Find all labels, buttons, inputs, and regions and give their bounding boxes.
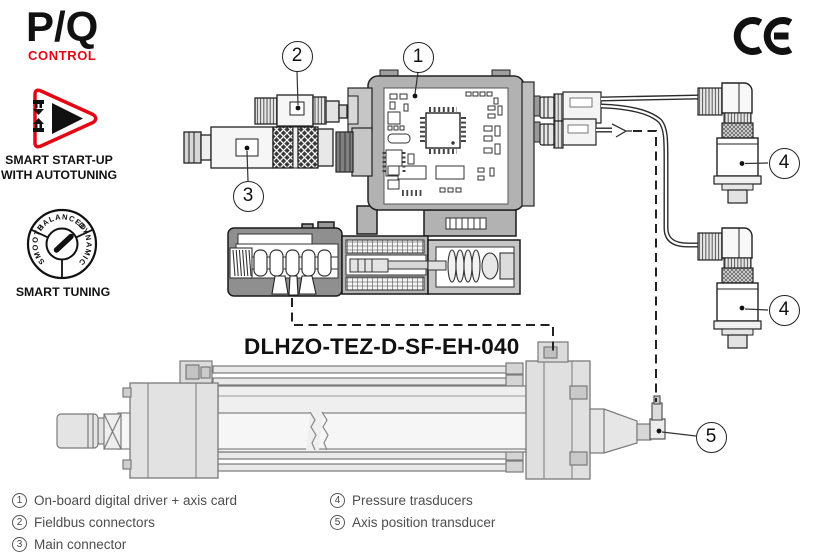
model-code-label: DLHZO-TEZ-D-SF-EH-040 — [244, 334, 520, 359]
dashed-connection-lines — [291, 130, 657, 402]
pressure-transducer-top — [697, 82, 762, 204]
smart-tuning-caption: SMART TUNING — [15, 285, 111, 299]
legend-text-5: Axis position transducer — [352, 514, 496, 530]
legend-num-1: 1 — [12, 492, 27, 508]
legend-text-4: Pressure trasducers — [352, 492, 473, 508]
pressure-transducer-bottom — [697, 227, 762, 349]
transducer-cables — [596, 94, 699, 248]
callout-1-driver: 1 — [402, 41, 434, 73]
callout-4-pressure-top: 4 — [768, 147, 800, 179]
callout-2-fieldbus: 2 — [281, 40, 313, 72]
dial-label-smooth: SMOOTH — [30, 222, 45, 267]
smart-startup-icon — [33, 88, 98, 149]
callout-3-main-connector: 3 — [232, 180, 264, 212]
callout-4-pressure-bottom: 4 — [768, 294, 800, 326]
axis-position-transducer — [649, 395, 666, 440]
plug-icon — [33, 100, 44, 132]
legend-item-3: 3 Main connector — [12, 533, 237, 554]
smart-startup-line1: SMART START-UP — [5, 153, 113, 167]
callout-5-axis-position: 5 — [695, 421, 727, 453]
hydraulic-cylinder-drawing — [56, 341, 666, 480]
legend-item-2: 2 Fieldbus connectors — [12, 511, 237, 533]
pq-control-logo: P/Q CONTROL — [26, 3, 99, 63]
legend-item-1: 1 On-board digital driver + axis card — [12, 489, 237, 511]
fieldbus-connector-drawing — [254, 94, 348, 127]
cpu-chip — [420, 107, 466, 154]
svg-text:SMOOTH: SMOOTH — [30, 222, 46, 267]
legend-column-2: 4 Pressure trasducers 5 Axis position tr… — [330, 489, 495, 533]
valve-spring — [229, 247, 253, 279]
legend-text-2: Fieldbus connectors — [34, 514, 155, 530]
lvdt-transducer — [447, 249, 515, 283]
valve-body-drawing — [227, 205, 521, 297]
smart-tuning-dial: BALANCED SMOOTH DYNAMIC — [26, 208, 98, 280]
callout-leaders — [244, 70, 769, 437]
pq-logo-subtext: CONTROL — [28, 48, 97, 63]
legend-text-3: Main connector — [34, 536, 127, 552]
driver-pcb — [382, 87, 509, 205]
legend-column-1: 1 On-board digital driver + axis card 2 … — [12, 489, 237, 554]
legend-text-1: On-board digital driver + axis card — [34, 492, 237, 508]
rod-clevis — [103, 413, 122, 450]
main-connector-drawing — [183, 126, 334, 169]
legend-num-2: 2 — [12, 514, 27, 530]
legend-num-4: 4 — [330, 492, 345, 508]
valve-spool — [253, 249, 332, 277]
smart-startup-caption: SMART START-UP WITH AUTOTUNING — [0, 153, 118, 182]
legend-num-3: 3 — [12, 536, 27, 552]
legend-item-4: 4 Pressure trasducers — [330, 489, 495, 511]
ce-mark-icon — [733, 17, 793, 55]
driver-cable-plugs — [539, 91, 602, 149]
legend-num-5: 5 — [330, 514, 345, 530]
smart-startup-line2: WITH AUTOTUNING — [0, 167, 118, 182]
pq-logo-text: P/Q — [26, 3, 99, 50]
legend-item-5: 5 Axis position transducer — [330, 511, 495, 533]
digital-driver-drawing — [335, 69, 541, 211]
